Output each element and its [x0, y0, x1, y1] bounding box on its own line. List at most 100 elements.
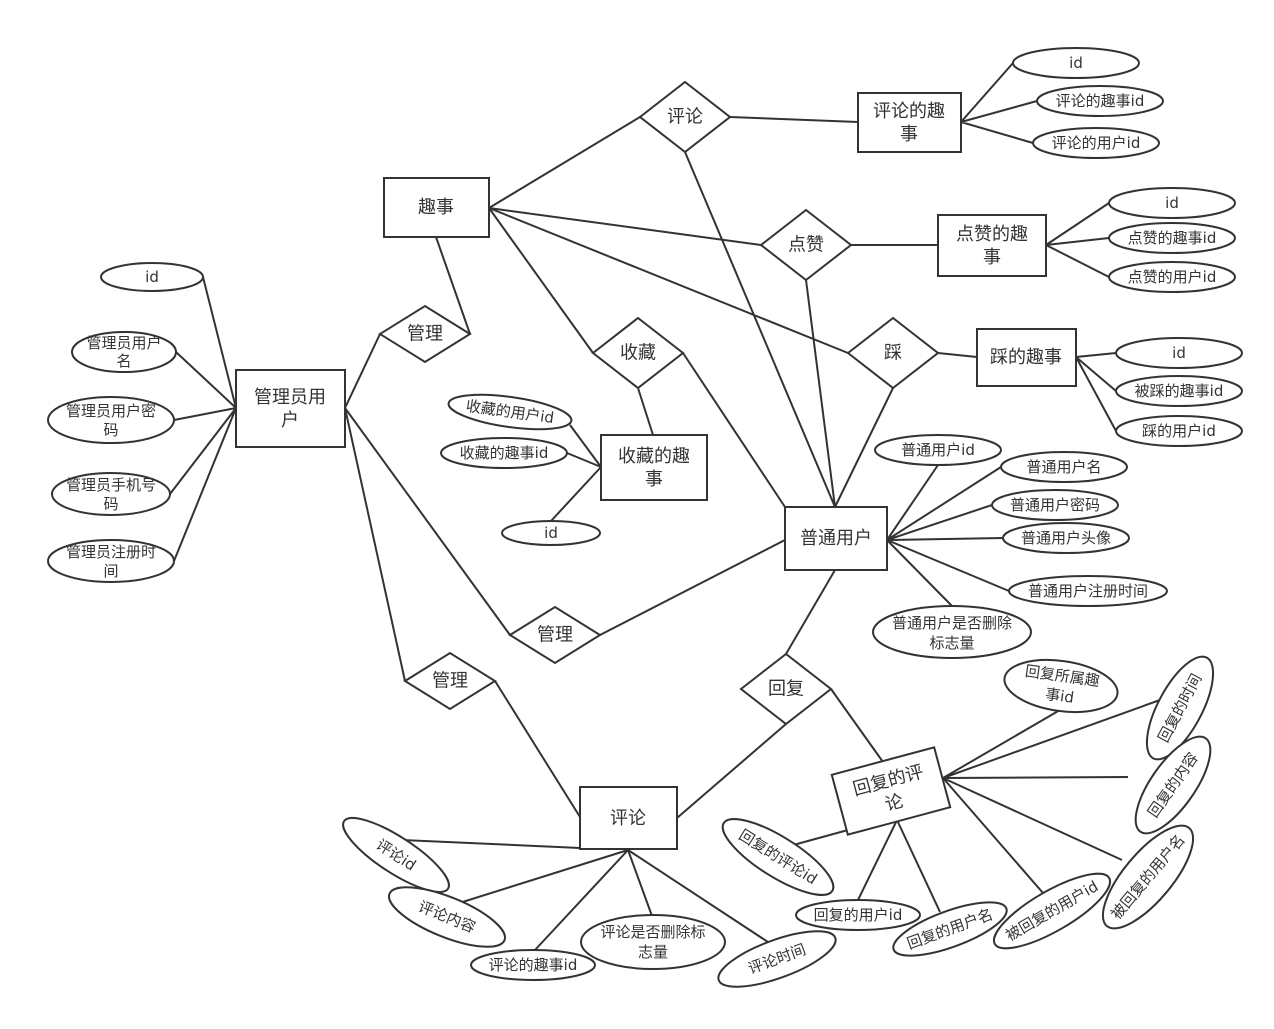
label: 论 — [883, 790, 906, 815]
label: 码 — [103, 495, 118, 513]
attr-user-id[interactable]: 普通用户id — [874, 434, 1002, 466]
label: id — [544, 524, 558, 542]
relationship-like[interactable]: 点赞 — [759, 208, 853, 282]
attr-like-fun-user-id[interactable]: 点赞的用户id — [1108, 261, 1236, 293]
label: 管理员注册时 — [66, 543, 156, 561]
label: 回复 — [768, 679, 804, 700]
entity-fun[interactable]: 趣事 — [383, 177, 490, 238]
entity-admin[interactable]: 管理员用户 — [235, 369, 346, 448]
label: 评论的趣事id — [489, 956, 578, 974]
label: 评论 — [667, 107, 703, 128]
relationship-collect[interactable]: 收藏 — [591, 316, 685, 390]
attr-step-fun-fun-id[interactable]: 被踩的趣事id — [1115, 375, 1243, 407]
svg-text:踩的趣事: 踩的趣事 — [990, 347, 1062, 368]
label: 点赞 — [788, 235, 824, 256]
label: 事 — [645, 469, 663, 490]
svg-text:收藏的趣事: 收藏的趣事 — [618, 446, 690, 490]
label: 回复的用户id — [814, 906, 903, 924]
entity-like-fun[interactable]: 点赞的趣事 — [937, 214, 1047, 277]
attr-comment-time[interactable]: 评论时间 — [712, 920, 842, 998]
attr-admin-phone[interactable]: 管理员手机号码 — [51, 472, 171, 516]
label: 间 — [103, 562, 118, 580]
attr-step-fun-user-id[interactable]: 踩的用户id — [1115, 415, 1243, 447]
svg-text:普通用户: 普通用户 — [800, 528, 872, 549]
label: 评论的用户id — [1052, 134, 1141, 152]
attr-collect-fun-user-id[interactable]: 收藏的用户id — [447, 389, 574, 436]
label: 码 — [103, 421, 118, 439]
label: 评论 — [610, 808, 646, 829]
attr-comment-content[interactable]: 评论内容 — [382, 875, 512, 959]
entity-step-fun[interactable]: 踩的趣事 — [976, 328, 1077, 387]
attr-user-name[interactable]: 普通用户名 — [1000, 451, 1128, 483]
attr-collect-fun-id[interactable]: id — [501, 520, 601, 546]
label: 管理员用户 — [86, 334, 161, 352]
attr-reply-user-name[interactable]: 回复的用户名 — [887, 892, 1012, 967]
label: 志量 — [638, 943, 668, 961]
svg-text:管理员用户密码: 管理员用户密码 — [66, 402, 156, 439]
entity-comment[interactable]: 评论 — [579, 786, 678, 850]
connectors — [169, 62, 1161, 951]
label: 事id — [1044, 685, 1075, 707]
svg-text:管理员注册时间: 管理员注册时间 — [66, 543, 156, 580]
label: id — [1172, 344, 1186, 362]
attr-comment-fun-user-id[interactable]: 评论的用户id — [1032, 127, 1160, 159]
attr-collect-fun-fun-id[interactable]: 收藏的趣事id — [440, 437, 568, 469]
attr-comment-deleted-flag[interactable]: 评论是否删除标志量 — [580, 914, 726, 970]
attr-like-fun-id[interactable]: id — [1108, 187, 1236, 219]
attr-reply-user-id[interactable]: 回复的用户id — [795, 899, 921, 931]
relationship-step[interactable]: 踩 — [846, 316, 940, 390]
attr-step-fun-id[interactable]: id — [1115, 337, 1243, 369]
label: 标志量 — [929, 634, 974, 652]
attr-admin-name[interactable]: 管理员用户名 — [71, 331, 177, 373]
svg-text:管理员用户: 管理员用户 — [254, 387, 326, 431]
relationship-comment[interactable]: 评论 — [638, 80, 732, 154]
attr-reply-fun-id[interactable]: 回复所属趣事id — [1001, 653, 1121, 718]
label: 管理 — [407, 324, 443, 345]
svg-text:评论: 评论 — [610, 808, 646, 829]
relationship-manage-fun[interactable]: 管理 — [378, 304, 472, 364]
attr-reply-comment-id[interactable]: 回复的评论id — [713, 806, 843, 908]
attr-comment-fun-fun-id[interactable]: 评论的趣事id — [1036, 85, 1164, 117]
attr-comment-fun-id[interactable]: id — [1012, 47, 1140, 79]
label: 管理员用户密 — [66, 402, 156, 420]
label: 户 — [281, 410, 299, 431]
attr-comment-fun-id-ref[interactable]: 评论的趣事id — [470, 949, 596, 981]
entity-comment-fun[interactable]: 评论的趣事 — [857, 92, 962, 153]
relationship-reply[interactable]: 回复 — [739, 652, 833, 726]
label: id — [1165, 194, 1179, 212]
attr-admin-password[interactable]: 管理员用户密码 — [47, 396, 175, 444]
svg-text:管理员用户名: 管理员用户名 — [86, 334, 161, 370]
label: 管理 — [432, 671, 468, 692]
attr-like-fun-fun-id[interactable]: 点赞的趣事id — [1108, 222, 1236, 254]
label: 普通用户密码 — [1010, 496, 1100, 514]
label: 点赞的趣事id — [1128, 229, 1217, 247]
attr-user-register-time[interactable]: 普通用户注册时间 — [1008, 575, 1168, 607]
attr-user-avatar[interactable]: 普通用户头像 — [1002, 522, 1130, 554]
label: 点赞的趣 — [956, 224, 1028, 245]
label: 被踩的趣事id — [1135, 382, 1224, 400]
label: 评论的趣事id — [1056, 92, 1145, 110]
label: 踩的用户id — [1142, 422, 1216, 440]
label: 管理 — [537, 625, 573, 646]
entity-collect-fun[interactable]: 收藏的趣事 — [600, 434, 708, 501]
label: 普通用户头像 — [1021, 529, 1111, 547]
label: id — [1069, 54, 1083, 72]
connector — [169, 62, 1161, 951]
label: 趣事 — [418, 197, 454, 218]
label: 评论是否删除标 — [600, 923, 705, 941]
attr-admin-id[interactable]: id — [100, 262, 204, 292]
label: id — [145, 268, 159, 286]
label: 评论的趣 — [873, 101, 945, 122]
attr-user-password[interactable]: 普通用户密码 — [991, 489, 1119, 521]
entity-user[interactable]: 普通用户 — [784, 506, 888, 571]
attr-user-deleted-flag[interactable]: 普通用户是否删除标志量 — [872, 605, 1032, 659]
entity-reply[interactable]: 回复的评论 — [830, 746, 952, 836]
relationship-manage-user[interactable]: 管理 — [508, 605, 602, 665]
relationship-manage-comment[interactable]: 管理 — [403, 651, 497, 711]
label: 踩的趣事 — [990, 347, 1062, 368]
label: 踩 — [884, 343, 902, 364]
attr-admin-register-time[interactable]: 管理员注册时间 — [47, 539, 175, 583]
label: 收藏 — [620, 343, 656, 364]
svg-text:趣事: 趣事 — [418, 197, 454, 218]
